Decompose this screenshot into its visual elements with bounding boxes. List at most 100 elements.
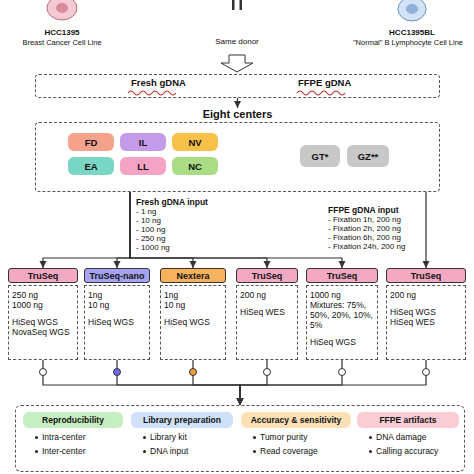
kit-header: TruSeq-nano: [84, 268, 150, 283]
kit-detail: HiSeq WGS: [12, 317, 74, 327]
kit-body: 200 ngHiSeq WES: [236, 285, 298, 360]
dna-wave: [297, 91, 345, 95]
kit-detail: HiSeq WES: [390, 317, 462, 327]
figure-label: - 1000 ng: [136, 244, 236, 253]
figure-label: Same donor: [187, 38, 287, 47]
bullet-dot: [253, 450, 256, 453]
kit-header: TruSeq: [8, 268, 78, 283]
center-pill: LL: [120, 157, 166, 175]
center-pill: NV: [172, 133, 218, 151]
library-column: TruSeq250 ng1000 ngHiSeq WGSNovaSeq WGS: [8, 268, 78, 360]
flow-connector: [240, 360, 426, 405]
center-pill: GZ**: [347, 145, 389, 167]
flow-connector: [117, 192, 130, 268]
topic-heading: FFPE artifacts: [357, 412, 459, 428]
center-code: LL: [137, 161, 149, 172]
topic-heading: Library preparation: [131, 412, 233, 428]
flow-connector: [130, 192, 267, 268]
library-column: TruSeq 200 ngHiSeq WES: [236, 268, 298, 360]
center-code: GZ**: [358, 151, 379, 162]
topic-item: DNA damage: [376, 432, 427, 442]
flow-connector: [237, 98, 238, 108]
kit-detail: 1000 ng: [12, 300, 74, 310]
topic-item: Inter-center: [42, 446, 85, 456]
figure-label: - 100 ng: [136, 226, 236, 235]
topic-item: Calling accuracy: [376, 446, 438, 456]
flow-connector: [117, 360, 240, 405]
kit-name: TruSeq: [28, 271, 59, 281]
topic-item: Tumor purity: [260, 432, 307, 442]
kit-detail: 250 ng: [12, 290, 74, 300]
kit-body: 1ng10 ngHiSeq WGS: [160, 285, 226, 360]
kit-detail: 200 ng: [390, 290, 462, 300]
center-code: EA: [84, 161, 97, 172]
bullet-row: Intra-center: [35, 432, 123, 442]
kit-detail: 200 ng: [240, 290, 294, 300]
flow-connector: [193, 360, 240, 405]
analysis-group: Accuracy & sensitivityTumor purityRead c…: [241, 412, 351, 468]
figure-label: - Fixation 1h, 200 ng: [328, 216, 422, 225]
topic-item: Read coverage: [260, 446, 318, 456]
kit-detail: 10 ng: [88, 300, 146, 310]
library-column: Nextera 1ng10 ngHiSeq WGS: [160, 268, 226, 360]
analysis-group: Library preparationLibrary kitDNA input: [131, 412, 233, 468]
kit-detail: 1000 ng: [310, 290, 374, 300]
cell-icon: [398, 0, 426, 21]
kit-detail: Mixtures: 75%, 50%, 20%, 10%, 5%: [310, 300, 374, 330]
bullet-dot: [35, 450, 38, 453]
figure-label: Fresh gDNA input: [136, 198, 236, 207]
kit-header: TruSeq: [386, 268, 466, 283]
center-pill: EA: [68, 157, 114, 175]
kit-header: TruSeq: [306, 268, 378, 283]
library-column: TruSeq-nano1ng10 ngHiSeq WGS: [84, 268, 150, 360]
bullet-row: Tumor purity: [253, 432, 351, 442]
flow-connector: [425, 192, 426, 268]
center-code: IL: [139, 137, 147, 148]
kit-header: TruSeq: [236, 268, 298, 283]
figure-label: - 10 ng: [136, 217, 236, 226]
kit-name: TruSeq: [327, 271, 358, 281]
figure-label: HCC1395: [2, 29, 122, 38]
sample-box: Fresh gDNAFFPE gDNA: [35, 74, 440, 98]
bullet-row: DNA input: [143, 446, 233, 456]
kit-detail: HiSeq WGS: [88, 317, 146, 327]
flow-connector: [240, 360, 342, 405]
topic-item: DNA input: [150, 446, 188, 456]
center-code: FD: [85, 137, 98, 148]
sample-label: FFPE gDNA: [298, 77, 351, 88]
center-pill: GT*: [300, 145, 340, 167]
bullet-row: Inter-center: [35, 446, 123, 456]
kit-header: Nextera: [160, 268, 226, 283]
kit-body: 250 ng1000 ngHiSeq WGSNovaSeq WGS: [8, 285, 78, 360]
library-column: TruSeq 200 ngHiSeq WGSHiSeq WES: [386, 268, 466, 360]
bullet-dot: [369, 450, 372, 453]
bullet-row: Calling accuracy: [369, 446, 459, 456]
center-code: NV: [188, 137, 201, 148]
figure-label: - 1 ng: [136, 208, 236, 217]
centers-box: Eight centersFD IL NV EA LL NC GT* GZ**: [35, 108, 440, 192]
analysis-box: ReproducibilityIntra-centerInter-centerL…: [15, 405, 465, 472]
figure-label: FFPE gDNA input: [328, 206, 422, 215]
kit-body: 200 ngHiSeq WGSHiSeq WES: [386, 285, 466, 360]
library-column: TruSeq 1000 ngMixtures: 75%, 50%, 20%, 10…: [306, 268, 378, 360]
center-pill: FD: [68, 133, 114, 151]
figure-label: - 250 ng: [136, 235, 236, 244]
center-code: GT*: [312, 151, 329, 162]
dna-wave: [128, 91, 176, 95]
center-pill: NC: [172, 157, 218, 175]
topic-heading: Reproducibility: [23, 412, 123, 428]
analysis-group: ReproducibilityIntra-centerInter-center: [23, 412, 123, 468]
kit-name: Nextera: [176, 271, 209, 281]
bullet-dot: [35, 436, 38, 439]
figure-label: "Normal" B Lymphocyte Cell Line: [342, 39, 474, 47]
flow-connector: [43, 360, 240, 405]
topic-item: Library kit: [150, 432, 187, 442]
bullet-dot: [253, 436, 256, 439]
topic-heading: Accuracy & sensitivity: [241, 412, 351, 428]
section-heading: Eight centers: [35, 108, 440, 120]
equal-symbol: [232, 0, 242, 10]
junction-dots: [40, 369, 430, 376]
center-pill: IL: [120, 133, 166, 151]
kit-name: TruSeq-nano: [89, 271, 144, 281]
